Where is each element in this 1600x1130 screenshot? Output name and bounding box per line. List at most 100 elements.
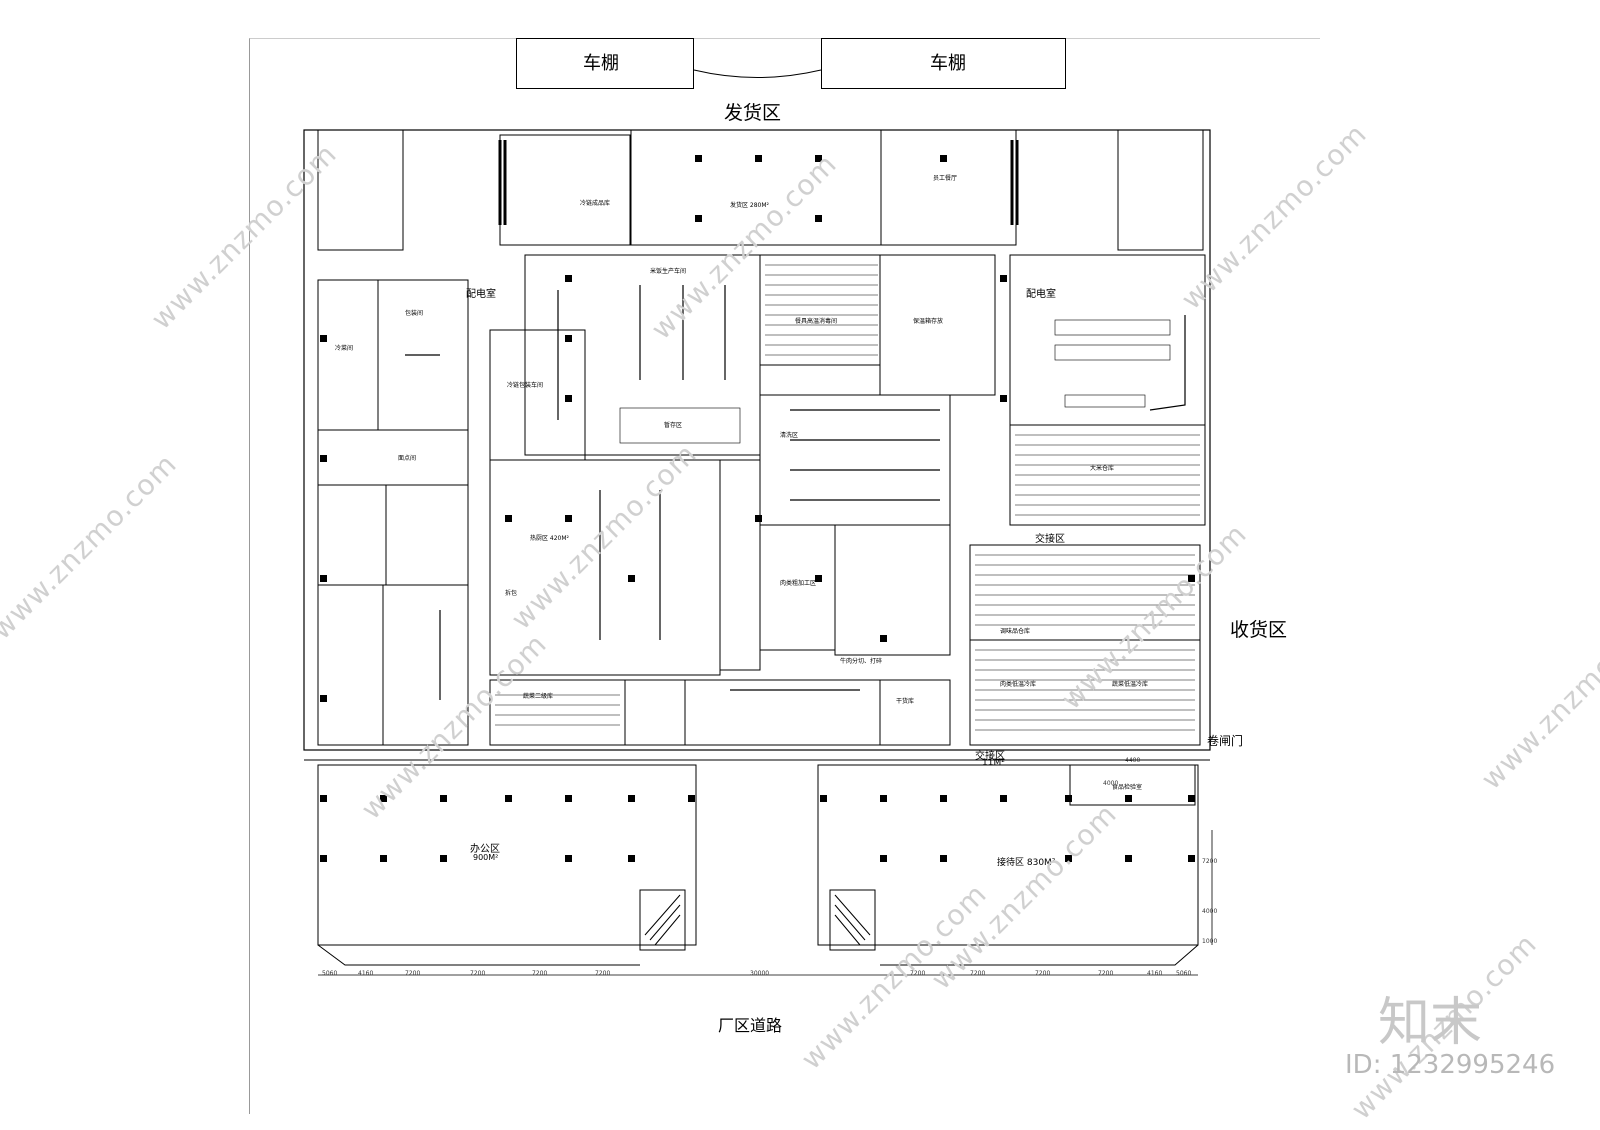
shed-left: 车棚: [516, 38, 694, 89]
column: [565, 795, 572, 802]
column: [505, 795, 512, 802]
column: [940, 795, 947, 802]
column: [1065, 795, 1072, 802]
column: [1188, 795, 1195, 802]
room-label: 暂存区: [664, 422, 683, 429]
rolling-door-label: 卷闸门: [1207, 734, 1244, 748]
office-area-size: 900M²: [473, 853, 499, 862]
column: [565, 395, 572, 402]
room-label: 肉类粗加工区: [780, 580, 817, 587]
column: [380, 855, 387, 862]
dim-label: 7200: [470, 970, 486, 977]
brand-logo: 知末: [1378, 993, 1483, 1053]
dim-label: 7200: [970, 970, 986, 977]
room-label: 冷链包装车间: [507, 382, 544, 389]
room-label: 包装间: [405, 310, 424, 317]
column: [880, 855, 887, 862]
dim-label: 7200: [595, 970, 611, 977]
room-label: 清洗区: [780, 432, 799, 439]
column: [940, 155, 947, 162]
column: [320, 575, 327, 582]
column: [1125, 855, 1132, 862]
column: [565, 855, 572, 862]
room-label: 牛肉分切、打碎: [840, 658, 883, 665]
column: [320, 695, 327, 702]
reception-area-label: 接待区 830M²: [997, 858, 1056, 868]
room-label: 蔬菜二级库: [523, 693, 554, 700]
column: [565, 515, 572, 522]
column: [1188, 575, 1195, 582]
shed-right-label: 车棚: [930, 53, 966, 74]
column: [440, 795, 447, 802]
dim-label: 4160: [358, 970, 374, 977]
room-label: 面点间: [398, 455, 417, 462]
drawing-frame: [249, 38, 1320, 1114]
column: [880, 795, 887, 802]
dim-label: 7200: [405, 970, 421, 977]
column: [1000, 275, 1007, 282]
room-label: 大米仓库: [1090, 465, 1115, 472]
column: [1000, 395, 1007, 402]
column: [1188, 855, 1195, 862]
dim-label: 4400: [1125, 757, 1141, 764]
dim-label: 1000: [1202, 938, 1218, 945]
room-label: 冷链成品库: [580, 200, 611, 207]
column: [755, 155, 762, 162]
column: [940, 855, 947, 862]
column: [628, 575, 635, 582]
column: [1065, 855, 1072, 862]
column: [695, 215, 702, 222]
column: [880, 635, 887, 642]
dim-label: 4160: [1147, 970, 1163, 977]
column: [628, 855, 635, 862]
shipping-area-label: 发货区: [724, 102, 782, 124]
column: [755, 515, 762, 522]
room-label: 餐具高温消毒间: [795, 318, 838, 325]
dim-label: 5060: [1176, 970, 1192, 977]
column: [688, 795, 695, 802]
dim-label: 7200: [1035, 970, 1051, 977]
column: [628, 795, 635, 802]
room-label: 干货库: [896, 698, 915, 705]
dim-label: 30000: [750, 970, 770, 977]
dim-label: 7200: [910, 970, 926, 977]
distribution-room-right: 配电室: [1026, 289, 1056, 300]
column: [815, 575, 822, 582]
column: [1125, 795, 1132, 802]
dim-label: 5060: [322, 970, 338, 977]
room-label: 冷菜间: [335, 345, 354, 352]
column: [815, 215, 822, 222]
shed-left-label: 车棚: [583, 53, 619, 74]
room-label: 米饭生产车间: [650, 268, 687, 275]
column: [380, 795, 387, 802]
column: [565, 335, 572, 342]
office-area-label: 办公区: [470, 844, 500, 855]
dim-label: 4000: [1103, 780, 1119, 787]
column: [505, 515, 512, 522]
column: [320, 455, 327, 462]
receiving-area-label: 收货区: [1230, 619, 1288, 641]
room-label: 发货区 280M²: [730, 202, 769, 209]
column: [320, 795, 327, 802]
handover-bottom-area: 11M²: [982, 758, 1005, 768]
handover-bottom-label: 交接区: [975, 751, 1005, 762]
room-label: 保温箱存放: [913, 318, 944, 325]
room-label: 食品检验室: [1112, 784, 1143, 791]
room-label: 蔬菜低温冷库: [1112, 681, 1149, 688]
column: [320, 335, 327, 342]
dim-label: 7200: [1098, 970, 1114, 977]
column: [820, 795, 827, 802]
column: [320, 855, 327, 862]
room-label: 员工餐厅: [933, 175, 958, 182]
distribution-room-left: 配电室: [466, 289, 496, 300]
column: [565, 275, 572, 282]
room-label: 调味品仓库: [1000, 628, 1031, 635]
column: [695, 155, 702, 162]
column: [815, 155, 822, 162]
factory-road-label: 厂区道路: [718, 1016, 783, 1035]
room-label: 拆包: [505, 590, 518, 597]
image-id: ID: 1232995246: [1345, 1050, 1556, 1080]
column: [440, 855, 447, 862]
dim-label: 4000: [1202, 908, 1218, 915]
